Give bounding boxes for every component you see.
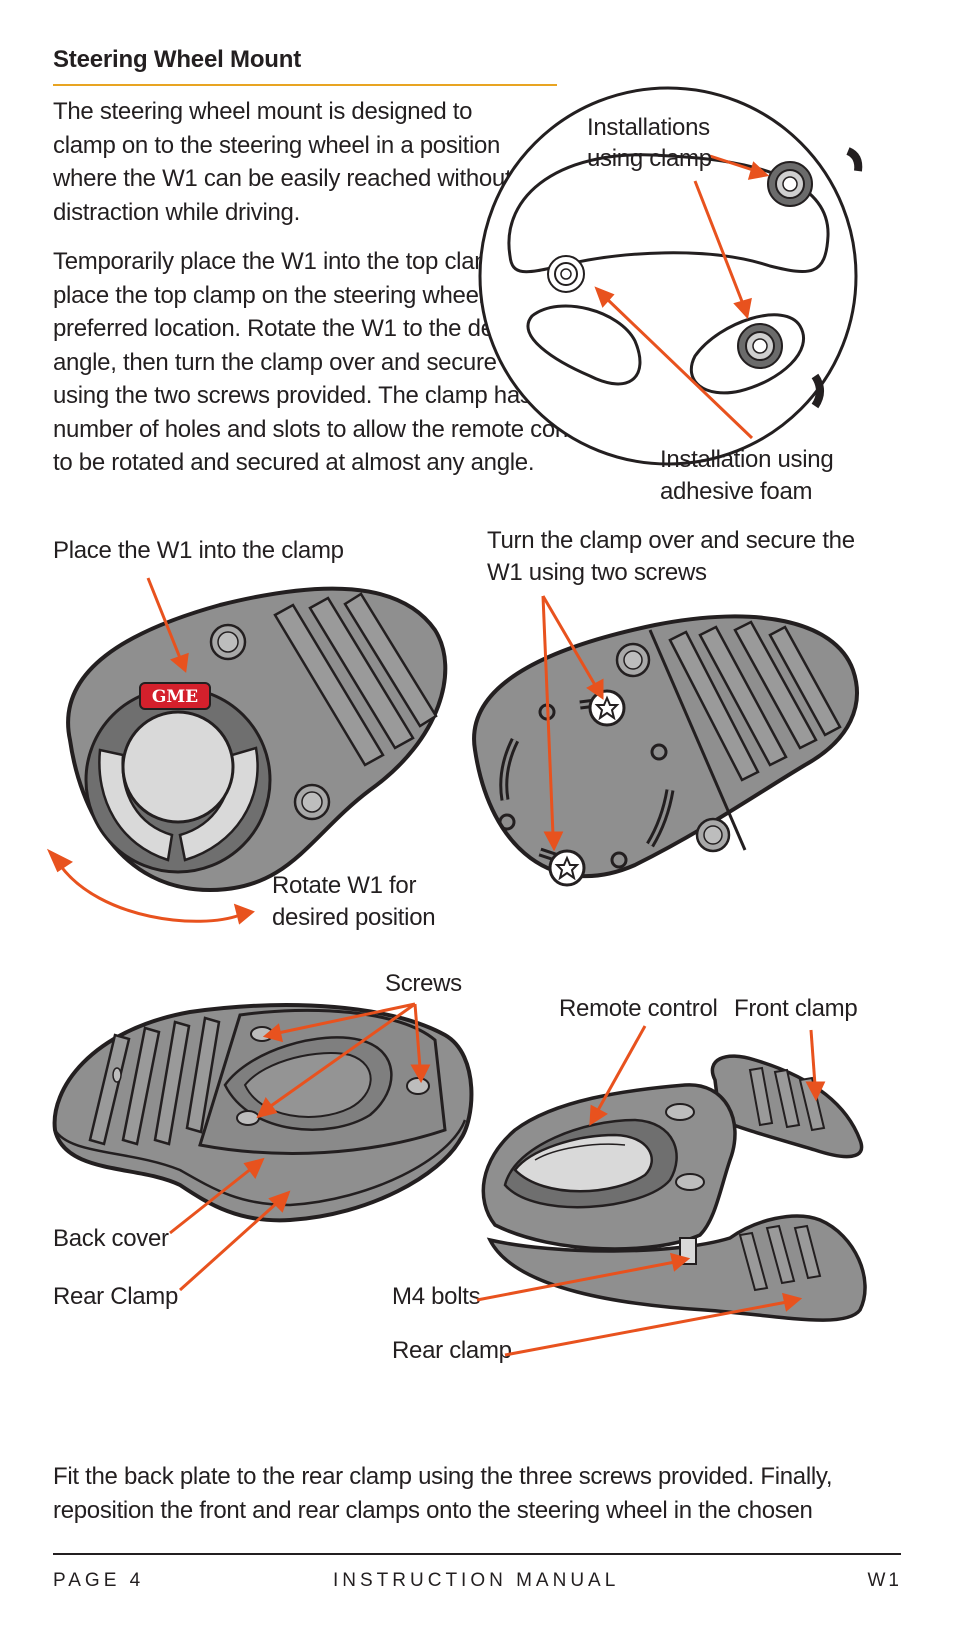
rear-clamp-back-cover-illustration [52, 1002, 474, 1292]
intro-paragraph: The steering wheel mount is designed to … [53, 98, 512, 226]
callout-front-clamp: Front clamp [734, 995, 858, 1022]
top-clamp-with-w1-illustration: GME [46, 577, 448, 925]
callout-line: adhesive foam [660, 478, 813, 505]
callout-line: W1 using two screws [487, 559, 707, 586]
page-title: Steering Wheel Mount [53, 46, 302, 73]
steering-wheel-diagram [478, 86, 863, 466]
callout-line: using clamp [587, 145, 712, 172]
gme-logo: GME [152, 687, 198, 707]
page-number: PAGE 4 [53, 1570, 145, 1591]
callout-installation-foam: Installation using adhesive foam [660, 444, 834, 508]
clamp-mount-icon [737, 323, 783, 369]
callout-line: Turn the clamp over and secure the [487, 527, 855, 554]
foam-mount-icon [547, 255, 585, 293]
callout-m4-bolts: M4 bolts [392, 1283, 481, 1310]
callout-rear-clamp-right: Rear clamp [392, 1337, 512, 1364]
callout-turn-clamp: Turn the clamp over and secure the W1 us… [487, 525, 855, 589]
title-divider [53, 84, 557, 86]
callout-line: desired position [272, 904, 436, 931]
callout-screws: Screws [385, 970, 462, 997]
callout-rotate-w1: Rotate W1 for desired position [272, 870, 436, 934]
clamp-underside-illustration [472, 595, 859, 887]
procedure-paragraph: Temporarily place the W1 into the top cl… [53, 248, 601, 476]
assembled-clamps-illustration [476, 1025, 867, 1357]
callout-line: Rotate W1 for [272, 872, 417, 899]
callout-line: Installation using [660, 446, 834, 473]
screw-icon [548, 849, 586, 887]
callout-remote-control: Remote control [559, 995, 718, 1022]
callout-installations-clamp: Installations using clamp [587, 112, 712, 174]
callout-place-w1: Place the W1 into the clamp [53, 537, 344, 564]
screw-icon [588, 689, 626, 727]
callout-rear-clamp-left: Rear Clamp [53, 1283, 179, 1310]
callout-line: Installations [587, 114, 710, 141]
closing-paragraph: Fit the back plate to the rear clamp usi… [53, 1463, 833, 1524]
callout-back-cover: Back cover [53, 1225, 169, 1252]
footer-divider [53, 1553, 901, 1555]
model-name: W1 [867, 1570, 902, 1591]
clamp-mount-icon [767, 161, 813, 207]
manual-title: INSTRUCTION MANUAL [333, 1570, 620, 1591]
